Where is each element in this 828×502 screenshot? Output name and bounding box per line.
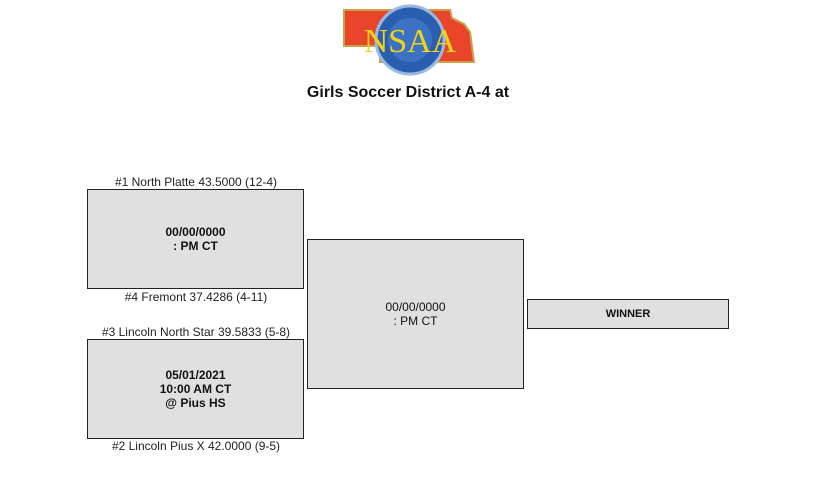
- nebraska-map-icon: NSAA: [343, 4, 476, 76]
- semifinal-2-match-box[interactable]: 05/01/2021 10:00 AM CT @ Pius HS: [87, 339, 304, 439]
- match-location: @ Pius HS: [165, 396, 226, 410]
- match-date: 00/00/0000: [385, 300, 446, 314]
- final-match-box[interactable]: 00/00/0000 : PM CT: [307, 239, 524, 389]
- team-label: #2 Lincoln Pius X 42.0000 (9-5): [111, 439, 281, 453]
- match-time: 10:00 AM CT: [159, 382, 232, 396]
- team-label: #4 Fremont 37.4286 (4-11): [124, 290, 268, 304]
- team-label: #1 North Platte 43.5000 (12-4): [114, 175, 278, 189]
- semifinal-1-match-box[interactable]: 00/00/0000 : PM CT: [87, 189, 304, 289]
- match-date: 05/01/2021: [165, 368, 226, 382]
- match-date: 00/00/0000: [165, 225, 226, 239]
- match-time: : PM CT: [393, 314, 438, 328]
- page-title: Girls Soccer District A-4 at: [306, 84, 510, 101]
- match-time: : PM CT: [173, 239, 218, 253]
- winner-label: WINNER: [605, 308, 651, 320]
- nsaa-logo: NSAA: [340, 2, 480, 78]
- team-label: #3 Lincoln North Star 39.5833 (5-8): [101, 325, 291, 339]
- winner-box: WINNER: [527, 299, 729, 329]
- logo-text: NSAA: [364, 23, 457, 60]
